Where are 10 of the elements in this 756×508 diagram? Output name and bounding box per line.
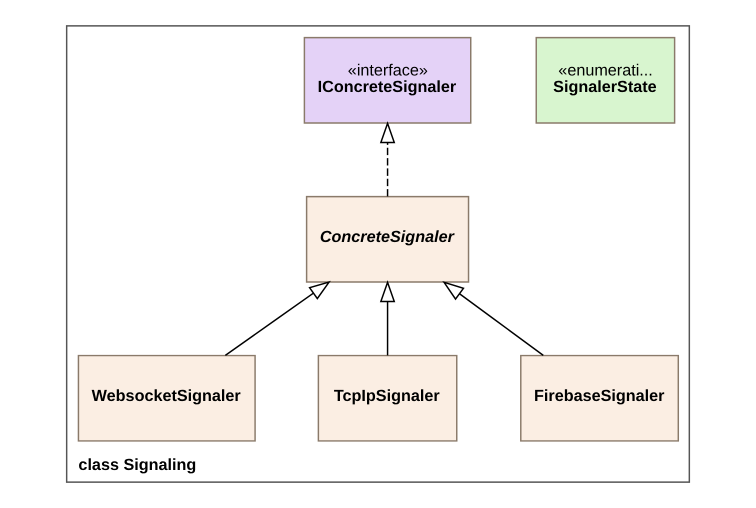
node-box: FirebaseSignaler (520, 354, 680, 442)
node-box: «enumerati... SignalerState (536, 36, 676, 124)
arrow (380, 121, 396, 196)
arrow (442, 281, 544, 356)
node-box: WebsocketSignaler (78, 354, 256, 442)
node-box: ConcreteSignaler (306, 196, 470, 283)
arrow (224, 280, 331, 356)
node-box: TcpIpSignaler (318, 354, 458, 442)
node-box: «interface» IConcreteSignaler (304, 36, 472, 124)
arrow (380, 280, 396, 356)
